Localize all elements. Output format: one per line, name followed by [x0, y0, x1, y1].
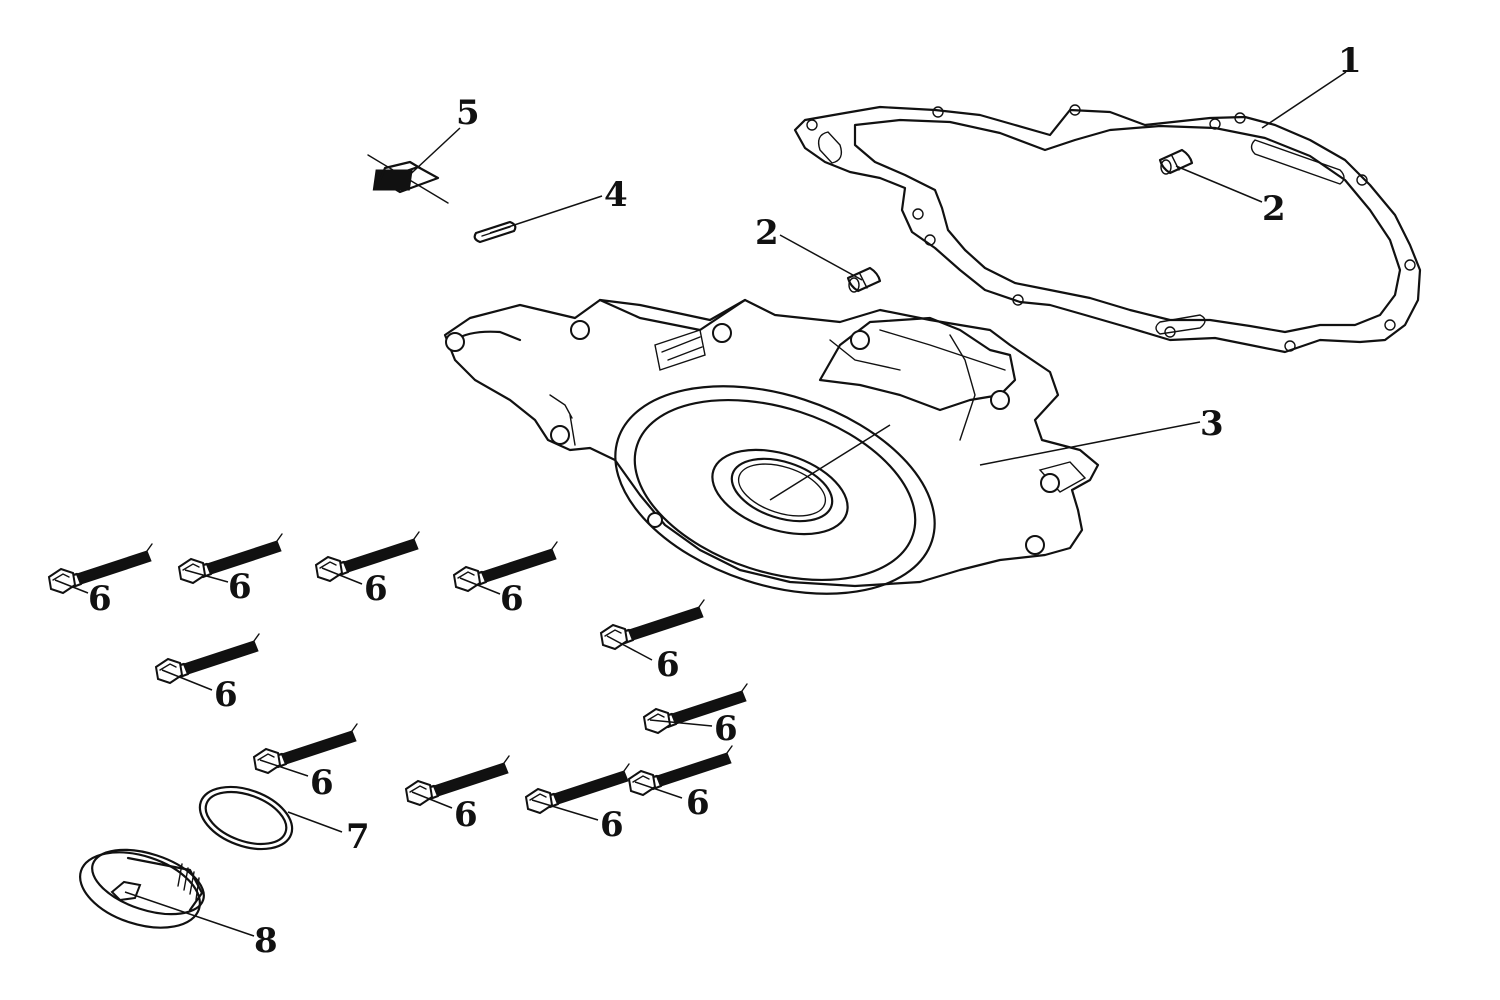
callout-bolt-6: 6 — [214, 675, 238, 715]
callout-bolt-5: 6 — [656, 645, 680, 685]
callout-bolt-7: 6 — [714, 709, 738, 749]
callout-plug: 8 — [254, 921, 278, 961]
bolt-parts — [47, 530, 749, 815]
callout-bolt-10: 6 — [600, 805, 624, 845]
callout-clip: 5 — [456, 93, 480, 133]
callout-woodruff-key: 4 — [604, 175, 628, 215]
callout-bolt-8: 6 — [310, 763, 334, 803]
cover-part — [443, 298, 1100, 595]
callout-bolt-4: 6 — [500, 579, 524, 619]
callout-bolt-1: 6 — [88, 579, 112, 619]
plug-part — [79, 848, 205, 929]
clip-part — [367, 154, 449, 204]
dowel-pin-upper-part — [1158, 148, 1194, 175]
leader-lines — [54, 71, 1347, 937]
gasket-part — [793, 104, 1422, 354]
callout-labels: 1 2 2 3 4 5 6 6 6 6 6 6 6 6 6 6 6 7 8 — [88, 41, 1362, 961]
callout-dowel-pin-lower: 2 — [755, 213, 779, 253]
dowel-pin-lower-part — [846, 266, 882, 293]
callout-dowel-pin-upper: 2 — [1262, 189, 1286, 229]
callout-bolt-11: 6 — [686, 783, 710, 823]
callout-bolt-9: 6 — [454, 795, 478, 835]
callout-gasket: 1 — [1338, 41, 1362, 81]
callout-o-ring: 7 — [346, 817, 370, 857]
callout-cover: 3 — [1200, 404, 1224, 444]
o-ring-part — [198, 785, 294, 851]
callout-bolt-3: 6 — [364, 569, 388, 609]
callout-bolt-2: 6 — [228, 567, 252, 607]
